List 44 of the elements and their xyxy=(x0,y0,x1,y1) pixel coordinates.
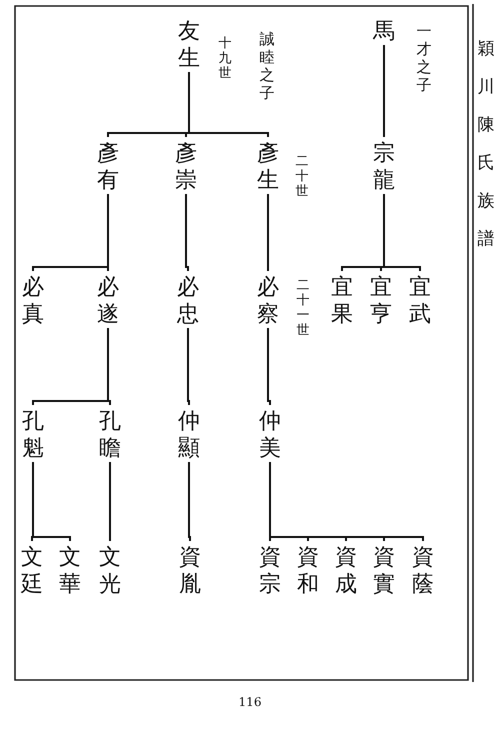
name-text: 宜武 xyxy=(408,274,432,323)
lineage-line xyxy=(185,194,189,271)
lineage-note: 誠睦之子 xyxy=(259,30,275,102)
name-text: 文光 xyxy=(98,544,122,593)
name-text: 資宗 xyxy=(258,544,282,593)
name-text: 資蔭 xyxy=(411,544,435,593)
name-text: 資和 xyxy=(296,544,320,593)
name-text: 宗龍 xyxy=(372,140,396,189)
generation-label: 十九世 xyxy=(218,36,232,81)
name-text: 彥生 xyxy=(256,140,280,189)
name-text: 必察 xyxy=(256,274,280,323)
generation-label: 二十世 xyxy=(294,154,310,199)
lineage-line xyxy=(267,194,269,271)
generation-label: 二十一世 xyxy=(296,278,310,338)
lineage-note: 一才之子 xyxy=(416,22,432,94)
name-text: 孔瞻 xyxy=(98,408,122,457)
name-text: 文廷 xyxy=(20,544,44,593)
name-text: 文華 xyxy=(58,544,82,593)
name-text: 資胤 xyxy=(178,544,202,593)
lineage-line xyxy=(188,462,191,541)
lineage-line xyxy=(383,45,385,137)
lineage-line xyxy=(31,462,34,541)
name-text: 孔魁 xyxy=(21,408,45,457)
lineage-line xyxy=(269,462,271,541)
name-text: 宜果 xyxy=(330,274,354,323)
name-text: 資實 xyxy=(372,544,396,593)
title: 穎川陳氏族譜 xyxy=(477,38,495,251)
lineage-line xyxy=(267,328,271,405)
name-text: 彥有 xyxy=(96,140,120,189)
lineage-line xyxy=(341,194,385,271)
name-text: 友生 xyxy=(177,18,201,67)
name-text: 宜亨 xyxy=(369,274,393,323)
lineage-line xyxy=(187,328,190,405)
name-text: 必遂 xyxy=(96,274,120,323)
name-text: 彥崇 xyxy=(174,140,198,189)
lineage-line xyxy=(32,194,109,271)
name-text: 馬 xyxy=(372,18,396,40)
name-text: 仲顯 xyxy=(177,408,201,457)
name-text: 資成 xyxy=(334,544,358,593)
page-number: 116 xyxy=(238,695,262,709)
name-text: 必忠 xyxy=(176,274,200,323)
name-text: 仲美 xyxy=(258,408,282,457)
name-text: 必真 xyxy=(21,274,45,323)
lineage-line xyxy=(109,462,111,541)
